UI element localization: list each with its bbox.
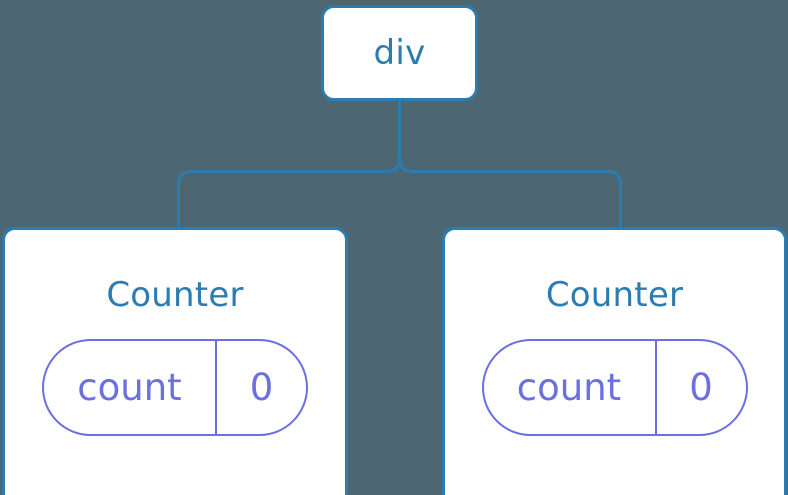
node-counter-right-title: Counter <box>545 275 684 315</box>
node-div-label: div <box>373 33 426 73</box>
node-div[interactable]: div <box>321 5 478 101</box>
connector-branch-left <box>177 157 401 228</box>
state-value-left: 0 <box>249 366 274 409</box>
node-counter-right[interactable]: Counter count 0 <box>442 227 787 495</box>
node-counter-left-title: Counter <box>106 275 244 315</box>
state-value-right: 0 <box>689 366 713 409</box>
node-counter-left[interactable]: Counter count 0 <box>2 227 348 495</box>
state-key-left: count <box>44 341 217 434</box>
state-key-right: count <box>484 341 657 434</box>
state-pill-left[interactable]: count 0 <box>42 339 308 436</box>
connector-branch-right <box>398 157 622 228</box>
state-pill-right[interactable]: count 0 <box>481 339 748 436</box>
